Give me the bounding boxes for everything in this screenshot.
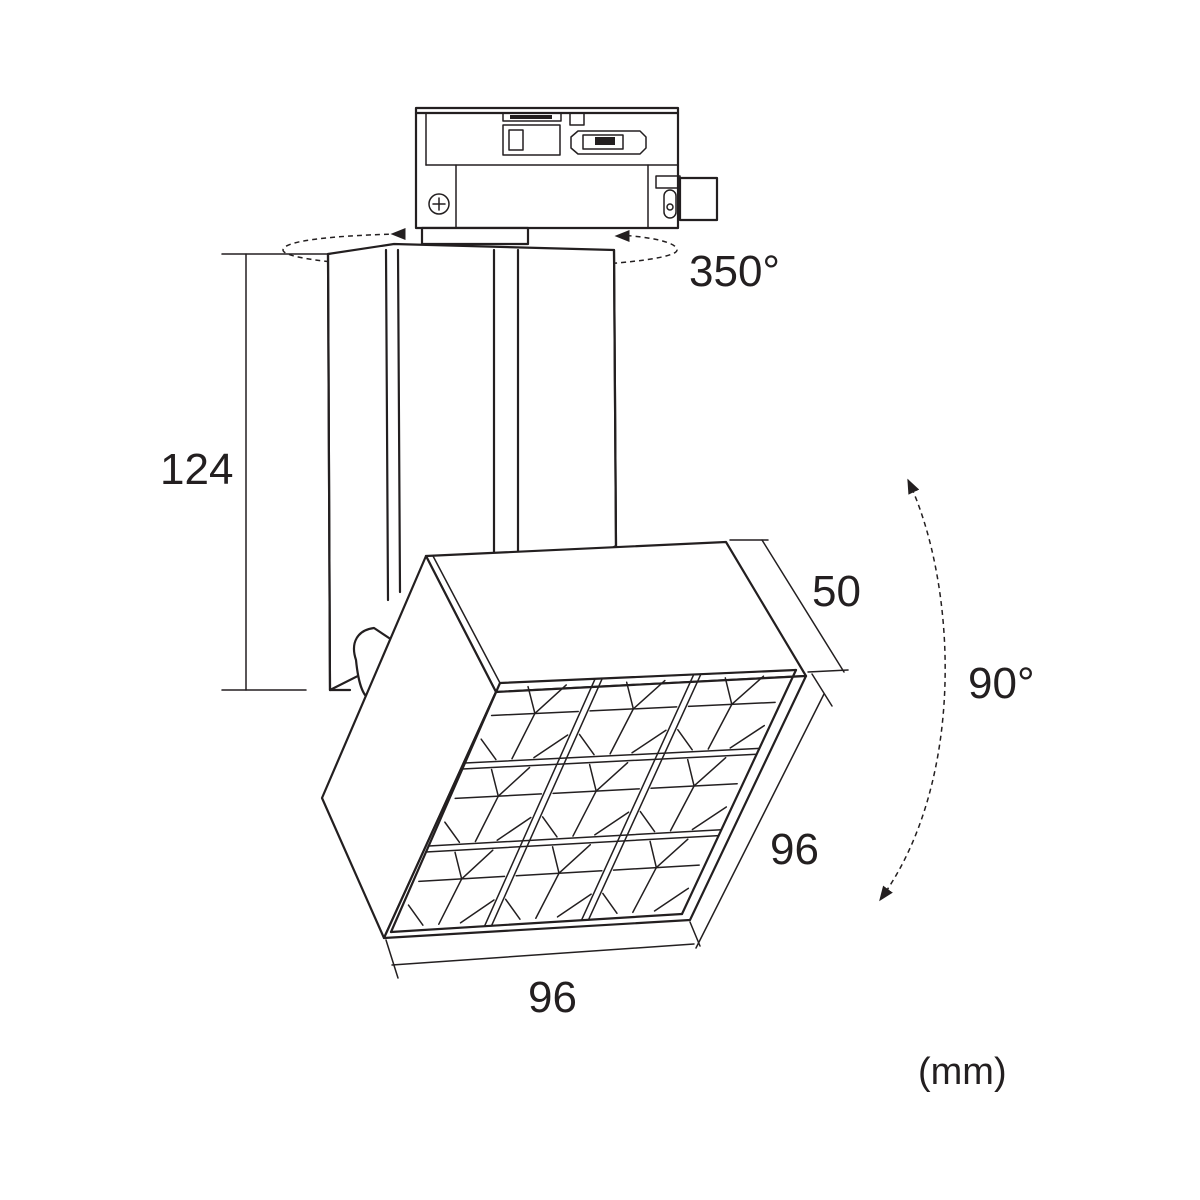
height-dimension-label: 124 bbox=[160, 445, 233, 494]
track-adapter bbox=[414, 106, 719, 230]
rotation-angle-label: 350° bbox=[689, 247, 780, 296]
louvre-grid bbox=[389, 668, 798, 934]
tilt-angle-label: 90° bbox=[968, 659, 1035, 708]
dimension-lines bbox=[221, 253, 946, 979]
width-dimension-label: 96 bbox=[528, 973, 577, 1022]
unit-label: (mm) bbox=[918, 1051, 1007, 1093]
side-dimension-label: 96 bbox=[770, 825, 819, 874]
depth-dimension-label: 50 bbox=[812, 567, 861, 616]
